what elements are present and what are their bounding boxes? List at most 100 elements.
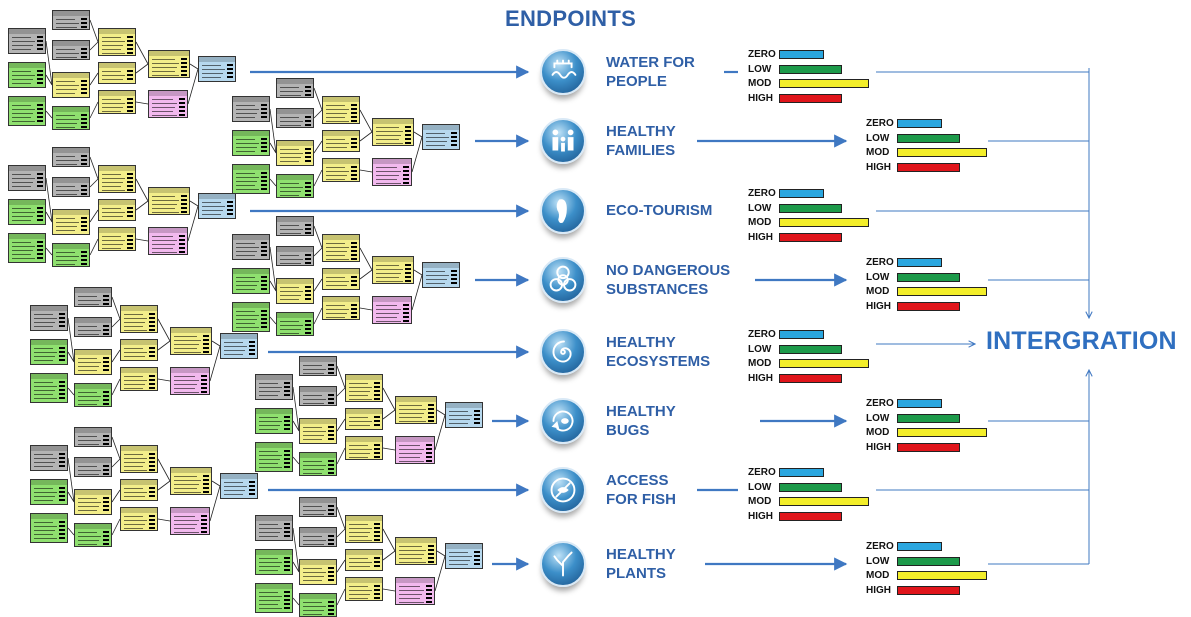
network-node [445,543,483,569]
water-icon [540,49,586,95]
level-bar-low [897,413,960,423]
network-node [322,130,360,152]
level-bar-zero [897,258,942,267]
network-node [345,515,383,543]
network-node [345,436,383,460]
network-node [255,549,293,575]
level-bar-low [779,344,842,354]
level-bar-high [897,162,960,172]
network-node [322,234,360,262]
level-bar-mod [779,497,869,506]
network-edges [292,365,446,465]
network-node [74,427,112,447]
biohazard-icon [540,257,586,303]
level-bar-mod [897,148,987,157]
footprint-icon [540,188,586,234]
network-node [322,296,360,320]
level-label-high: HIGH [866,441,891,453]
level-label-low: LOW [748,481,772,493]
level-label-mod: MOD [748,78,772,89]
family-icon [540,118,586,164]
level-bar-zero [897,119,942,128]
level-bar-high [897,442,960,452]
network-node [120,305,158,333]
network-node [232,268,270,294]
network-node [232,130,270,156]
network-node [276,78,314,98]
level-label-mod: MOD [866,427,890,438]
fish-icon-glyph [550,477,576,503]
network-node [322,268,360,290]
water-icon-glyph [551,59,577,79]
level-label-high: HIGH [866,584,891,596]
network-edges [292,506,446,606]
network-node [372,256,414,284]
level-label-mod: MOD [866,147,890,158]
network-node [220,473,258,499]
network-node [30,373,68,403]
network-node [30,339,68,365]
network-node [255,442,293,472]
network-node [148,50,190,78]
level-label-mod: MOD [748,358,772,369]
family-icon-glyph [552,129,574,152]
level-label-zero: ZERO [866,398,894,409]
level-label-high: HIGH [748,372,773,384]
network-node [276,246,314,266]
level-bar-low [779,482,842,492]
level-label-low: LOW [866,412,890,424]
level-bar-low [897,133,960,143]
network-node [120,367,158,391]
network-node [148,227,188,255]
network-node [8,96,46,126]
biohazard-icon-glyph [549,265,577,292]
network-node [255,583,293,613]
level-bar-zero [779,50,824,59]
level-label-high: HIGH [748,92,773,104]
network-node [120,445,158,473]
integration-label: INTERGRATION [986,327,1177,355]
network-node [98,227,136,251]
network-node [299,559,337,585]
endpoint-label-line1: HEALTHY [606,403,676,420]
network-node [30,305,68,331]
network-node [372,158,412,186]
level-label-low: LOW [866,271,890,283]
network-node [30,479,68,505]
network-node [170,327,212,355]
network-node [30,513,68,543]
network-node [395,396,437,424]
endpoint-label-line2: SUBSTANCES [606,281,709,298]
level-label-zero: ZERO [866,118,894,129]
level-label-zero: ZERO [748,329,776,340]
network-node [372,296,412,324]
network-node [345,374,383,402]
network-edges [67,296,221,396]
level-label-low: LOW [866,555,890,567]
network-node [74,287,112,307]
network-node [52,40,90,60]
level-bar-high [779,93,842,103]
footprint-icon-glyph [556,199,567,223]
level-label-zero: ZERO [866,257,894,268]
level-label-zero: ZERO [748,188,776,199]
network-node [255,515,293,541]
network-node [299,527,337,547]
network-node [98,199,136,221]
network-edges [67,436,221,536]
level-bar-mod [897,428,987,437]
level-label-zero: ZERO [748,49,776,60]
network-node [276,140,314,166]
network-node [170,467,212,495]
level-bar-low [779,203,842,213]
network-node [395,577,435,605]
network-node [74,317,112,337]
spiral-icon-glyph [552,340,572,363]
